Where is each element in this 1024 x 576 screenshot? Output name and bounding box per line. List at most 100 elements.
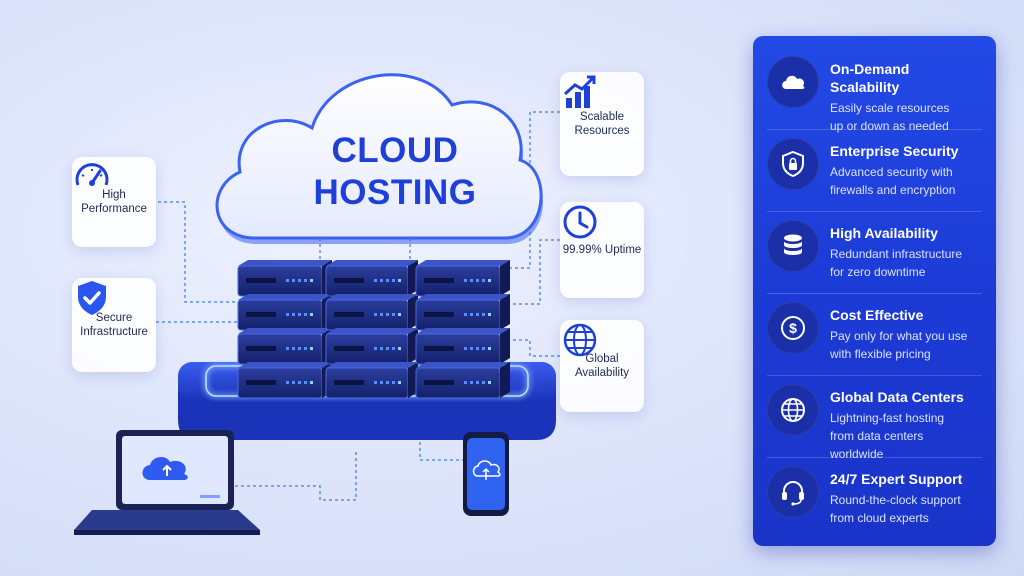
rack-led — [482, 313, 485, 316]
rack-led — [298, 381, 301, 384]
rack-unit-top — [238, 260, 332, 266]
rack-led — [380, 279, 383, 282]
cloud-icon — [782, 75, 805, 89]
feature-desc: Redundant infrastructure for zero downti… — [830, 247, 963, 279]
rack-led — [292, 313, 295, 316]
tile-secure-infrastructure: Secure Infrastructure — [72, 278, 156, 372]
tile-label: Global Availability — [574, 353, 630, 379]
rack-led — [482, 347, 485, 350]
server-racks — [237, 260, 510, 399]
rack-led — [298, 313, 301, 316]
feature-title: 24/7 Expert Support — [830, 471, 963, 487]
feature-title: On-Demand Scalability — [830, 61, 910, 95]
rack-led — [292, 279, 295, 282]
rack-led — [304, 381, 307, 384]
clock-icon — [563, 205, 597, 239]
feature-enterprise-security: Enterprise Security Advanced security wi… — [767, 130, 982, 212]
rack-unit-top — [238, 362, 332, 368]
phone — [463, 432, 509, 516]
rack-led — [286, 279, 289, 282]
rack-led — [470, 313, 473, 316]
rack-slot — [246, 346, 276, 351]
scene-graphics — [74, 73, 560, 535]
rack-led — [292, 347, 295, 350]
rack-led — [476, 347, 479, 350]
rack-led — [488, 313, 491, 316]
rack-led — [488, 347, 491, 350]
rack-led — [476, 279, 479, 282]
growth-chart-icon — [563, 75, 596, 108]
rack-unit-top — [416, 328, 510, 334]
rack-slot — [334, 312, 364, 317]
cloud-hosting-title: CLOUD HOSTING — [300, 130, 490, 214]
rack-led — [374, 313, 377, 316]
rack-led — [304, 279, 307, 282]
tile-global-availability: Global Availability — [560, 320, 644, 412]
rack-led — [476, 381, 479, 384]
feature-title: Global Data Centers — [830, 389, 964, 405]
feature-desc: Round-the-clock support from cloud exper… — [830, 493, 961, 525]
feature-title: Enterprise Security — [830, 143, 959, 159]
title-line-2: HOSTING — [313, 173, 477, 212]
feature-title: Cost Effective — [830, 307, 924, 323]
shield-lock-icon — [782, 150, 804, 178]
rack-led — [464, 381, 467, 384]
rack-unit-side — [500, 294, 510, 330]
feature-expert-support: 24/7 Expert Support Round-the-clock supp… — [767, 458, 982, 540]
rack-led — [286, 381, 289, 384]
rack-unit-top — [416, 294, 510, 300]
tile-label: High Performance — [81, 189, 147, 215]
rack-led — [392, 279, 395, 282]
rack-led — [482, 381, 485, 384]
rack-led — [304, 347, 307, 350]
rack-led — [292, 381, 295, 384]
rack-slot — [246, 380, 276, 385]
feature-desc: Pay only for what you use with flexible … — [830, 329, 968, 361]
database-icon — [784, 234, 802, 255]
rack-led — [392, 347, 395, 350]
rack-led — [386, 279, 389, 282]
feature-title: High Availability — [830, 225, 938, 241]
rack-led — [298, 347, 301, 350]
rack-led — [482, 279, 485, 282]
rack-unit-top — [238, 328, 332, 334]
rack-led — [374, 347, 377, 350]
rack-led — [392, 313, 395, 316]
tile-label: Scalable Resources — [574, 111, 630, 137]
feature-desc: Advanced security with firewalls and enc… — [830, 165, 956, 197]
laptop — [74, 430, 260, 535]
rack-unit-top — [326, 260, 418, 266]
rack-unit-side — [500, 260, 510, 296]
rack-led — [398, 313, 401, 316]
rack-unit-side — [500, 362, 510, 398]
rack-led — [464, 313, 467, 316]
rack-unit-top — [326, 294, 418, 300]
rack-led — [398, 381, 401, 384]
rack-led — [386, 381, 389, 384]
feature-desc: Easily scale resources up or down as nee… — [830, 101, 950, 133]
rack-slot — [246, 312, 276, 317]
rack-slot — [424, 278, 454, 283]
title-line-1: CLOUD — [331, 131, 459, 170]
rack-led — [310, 313, 313, 316]
shield-check-icon — [78, 281, 106, 315]
rack-slot — [424, 346, 454, 351]
rack-unit-top — [326, 328, 418, 334]
rack-led — [380, 313, 383, 316]
rack-led — [310, 381, 313, 384]
rack-led — [464, 347, 467, 350]
features-panel: On-Demand Scalability Easily scale resou… — [753, 36, 996, 546]
tile-label: 99.99% Uptime — [562, 244, 642, 256]
illustration: CLOUD HOSTING High Performance Secure In… — [72, 73, 644, 535]
rack-led — [488, 381, 491, 384]
rack-slot — [424, 380, 454, 385]
feature-global-data-centers: Global Data Centers Lightning-fast hosti… — [767, 376, 982, 461]
feature-high-availability: High Availability Redundant infrastructu… — [767, 212, 982, 294]
svg-text:$: $ — [789, 320, 797, 336]
rack-unit-top — [416, 260, 510, 266]
rack-led — [386, 313, 389, 316]
headset-icon — [782, 481, 804, 506]
rack-led — [470, 279, 473, 282]
dollar-icon: $ — [781, 316, 805, 340]
globe-icon — [563, 323, 597, 357]
